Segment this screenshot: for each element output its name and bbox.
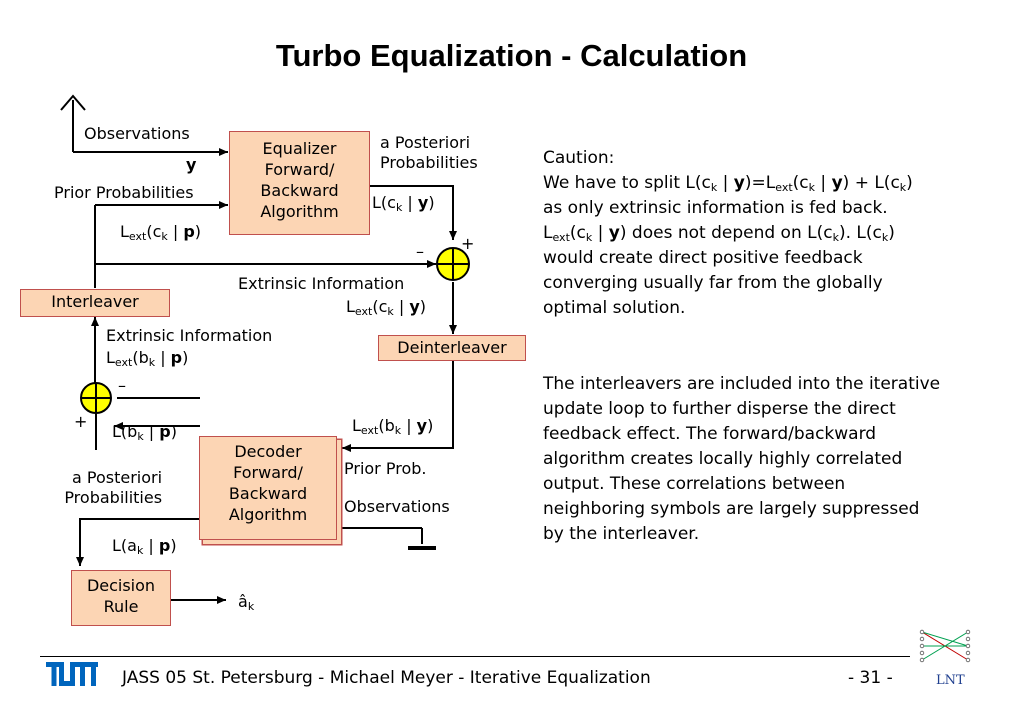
caution-line-6: optimal solution. — [543, 298, 686, 318]
decoder-box: Decoder Forward/ Backward Algorithm — [199, 436, 337, 540]
prior-prob-label: Prior Prob. — [344, 459, 427, 478]
equalizer-box: Equalizer Forward/ Backward Algorithm — [229, 131, 370, 235]
a-posteriori-output-arrow — [76, 518, 200, 566]
lnt-logo: LNT — [919, 629, 971, 688]
lower-adder-minus: – — [118, 376, 126, 395]
upper-adder-plus: + — [461, 234, 475, 253]
observations-bottom-label: Observations — [344, 497, 450, 516]
tum-logo — [46, 662, 98, 686]
caution-heading: Caution: — [543, 148, 615, 168]
extrinsic-information-bottom-label: Extrinsic Information — [106, 326, 273, 345]
observations-up-arrowhead — [60, 94, 86, 111]
paragraph-line: update loop to further disperse the dire… — [543, 399, 896, 419]
caution-line-1: We have to split L(ck | y)=Lext(ck | y) … — [543, 173, 913, 194]
a-hat-k-label: âk — [238, 592, 255, 613]
a-posteriori-top-label: a Posteriori Probabilities — [380, 133, 478, 172]
caution-text: Caution: We have to split L(ck | y)=Lext… — [543, 146, 1013, 321]
paragraph-line: neighboring symbols are largely suppress… — [543, 499, 920, 519]
caution-line-4: would create direct positive feedback — [543, 248, 863, 268]
L-ck-y-label: L(ck | y) — [372, 193, 435, 214]
extrinsic-information-top-label: Extrinsic Information — [238, 274, 405, 293]
paragraph-line: by the interleaver. — [543, 524, 700, 544]
footer-divider — [40, 656, 910, 657]
decision-rule-box: Decision Rule — [71, 570, 171, 626]
prior-probabilities-label: Prior Probabilities — [54, 183, 194, 202]
deinterleaver-output-arrow — [342, 360, 454, 452]
L-bk-p-label: L(bk | p) — [112, 422, 177, 443]
lnt-logo-text: LNT — [936, 673, 965, 688]
caution-line-2: as only extrinsic information is fed bac… — [543, 198, 888, 218]
Lext-ck-p-label: Lext(ck | p) — [120, 222, 202, 243]
Lext-bk-y-label: Lext(bk | y) — [352, 416, 434, 437]
footer-text: JASS 05 St. Petersburg - Michael Meyer -… — [122, 668, 651, 688]
Lext-bk-p-label: Lext(bk | p) — [106, 348, 189, 369]
paragraph-line: output. These correlations between — [543, 474, 846, 494]
page-number: - 31 - — [848, 668, 893, 688]
caution-line-5: converging usually far from the globally — [543, 273, 883, 293]
lower-adder-plus: + — [74, 412, 88, 431]
Lext-ck-y-label: Lext(ck | y) — [346, 297, 426, 318]
paragraph-line: algorithm creates locally highly correla… — [543, 449, 903, 469]
interleaver-explanation: The interleavers are included into the i… — [543, 372, 1013, 547]
lower-adder — [80, 382, 112, 414]
slide-title: Turbo Equalization - Calculation — [275, 38, 748, 73]
paragraph-line: feedback effect. The forward/backward — [543, 424, 877, 444]
upper-adder — [436, 247, 470, 281]
paragraph-line: The interleavers are included into the i… — [543, 374, 941, 394]
interleaver-box: Interleaver — [20, 289, 170, 317]
upper-adder-minus: – — [416, 242, 424, 261]
y-label: y — [186, 155, 197, 174]
a-posteriori-bottom-label: a Posteriori Probabilities — [64, 468, 163, 507]
observations-top-label: Observations — [84, 124, 190, 143]
equalizer-output-arrow — [370, 185, 457, 240]
caution-line-3: Lext(ck | y) does not depend on L(ck). L… — [543, 223, 895, 244]
L-ak-p-label: L(ak | p) — [112, 536, 177, 557]
deinterleaver-box: Deinterleaver — [378, 335, 526, 361]
